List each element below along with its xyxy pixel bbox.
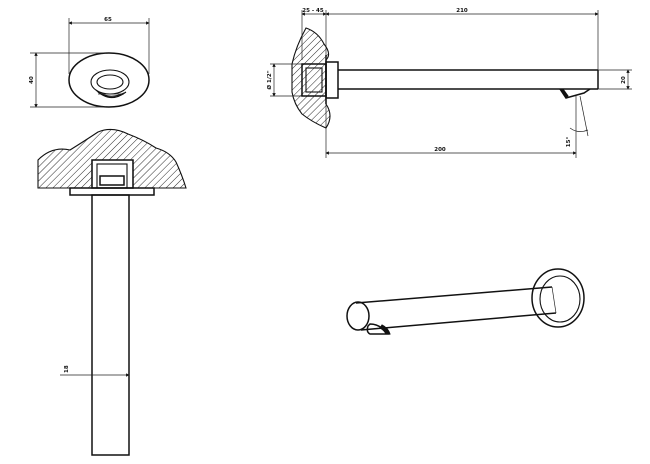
- side-wall-section-hatch: [291, 27, 331, 129]
- dim-top-height: 40: [29, 76, 35, 84]
- side-view: 25 - 45 210 Ø 1/2" 20 15° 200: [266, 8, 632, 158]
- iso-pipe-joint: [551, 286, 557, 314]
- front-view: 18: [37, 128, 187, 456]
- iso-pipe-end: [346, 301, 370, 331]
- dim-projection: 200: [434, 147, 446, 153]
- side-wall-box-inner: [305, 67, 323, 93]
- rosette-outline: [68, 52, 150, 108]
- angle-line: [579, 95, 589, 137]
- rosette-flange: [69, 187, 155, 196]
- wall-section-hatch: [37, 128, 187, 189]
- spout-outlet-inner: [96, 74, 124, 90]
- dim-spout-angle: 15°: [566, 137, 572, 148]
- iso-aerator-detail: [379, 324, 391, 335]
- angle-arc: [569, 127, 589, 132]
- dim-flange-diameter: Ø 1/2": [266, 70, 273, 89]
- top-view: 65 40: [29, 17, 150, 108]
- dim-top-width: 65: [104, 17, 112, 23]
- dim-wall-depth: 25 - 45: [302, 8, 324, 14]
- connector-nut: [99, 175, 125, 186]
- iso-pipe-top: [355, 286, 553, 304]
- dim-total-length: 210: [456, 8, 468, 14]
- iso-rosette-inner: [539, 275, 581, 323]
- iso-rosette-outer: [531, 268, 585, 328]
- spout-pipe: [91, 194, 130, 456]
- iso-aerator: [366, 323, 390, 335]
- side-aerator-tip: [559, 88, 569, 99]
- side-rosette: [325, 61, 339, 99]
- iso-pipe-bottom: [360, 312, 557, 331]
- dim-pipe-height: 20: [621, 76, 627, 84]
- isometric-view: [346, 268, 585, 335]
- dim-pipe-diameter: 18: [64, 365, 70, 373]
